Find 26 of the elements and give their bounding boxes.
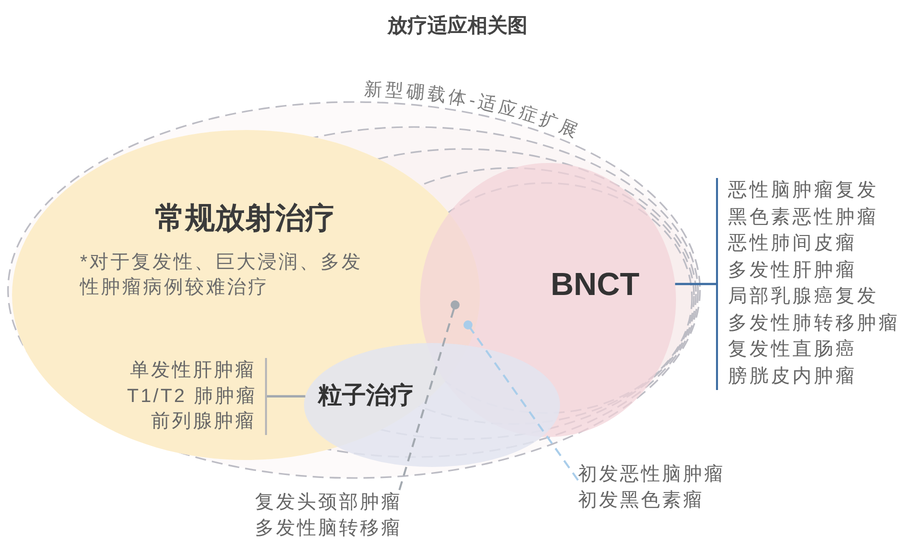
annotation-text: 初发恶性脑肿瘤 [578,463,726,487]
venn-ellipse [304,343,560,467]
list-item: 局部乳腺癌复发 [728,285,880,309]
list-item: T1/T2 肺肿瘤 [127,384,256,408]
list-item: 恶性肺间皮瘤 [728,232,858,256]
list-item: 复发性直肠癌 [728,338,858,362]
list-item: 多发性肝肿瘤 [728,258,858,282]
ellipse-title: 粒子治疗 [318,381,414,410]
connector-line [267,395,306,398]
list-item: 前列腺肿瘤 [150,410,256,434]
list-item: 恶性脑肿瘤复发 [728,179,880,203]
annotation-text: 复发头颈部肿瘤 [255,491,403,515]
note-text: *对于复发性、巨大浸润、多发性肿瘤病例较难治疗 [80,251,364,300]
leader-line [398,300,460,490]
arc-label: 新型硼载体-适应症扩展 [364,79,584,142]
ellipse-title: BNCT [550,265,640,303]
diagram-title: 放疗适应相关图 [386,14,528,39]
list-item: 膀胱皮内肿瘤 [728,364,858,388]
list-item: 单发性肝肿瘤 [129,359,256,383]
annotation-text: 多发性脑转移瘤 [255,517,403,541]
leader-line [464,320,579,481]
list-item: 多发性肺转移肿瘤 [728,312,901,336]
list-item: 黑色素恶性肿瘤 [728,206,880,230]
bracketed-list [127,358,267,434]
ellipse-title: 常规放射治疗 [154,201,336,237]
annotation-text: 初发黑色素瘤 [578,489,705,513]
